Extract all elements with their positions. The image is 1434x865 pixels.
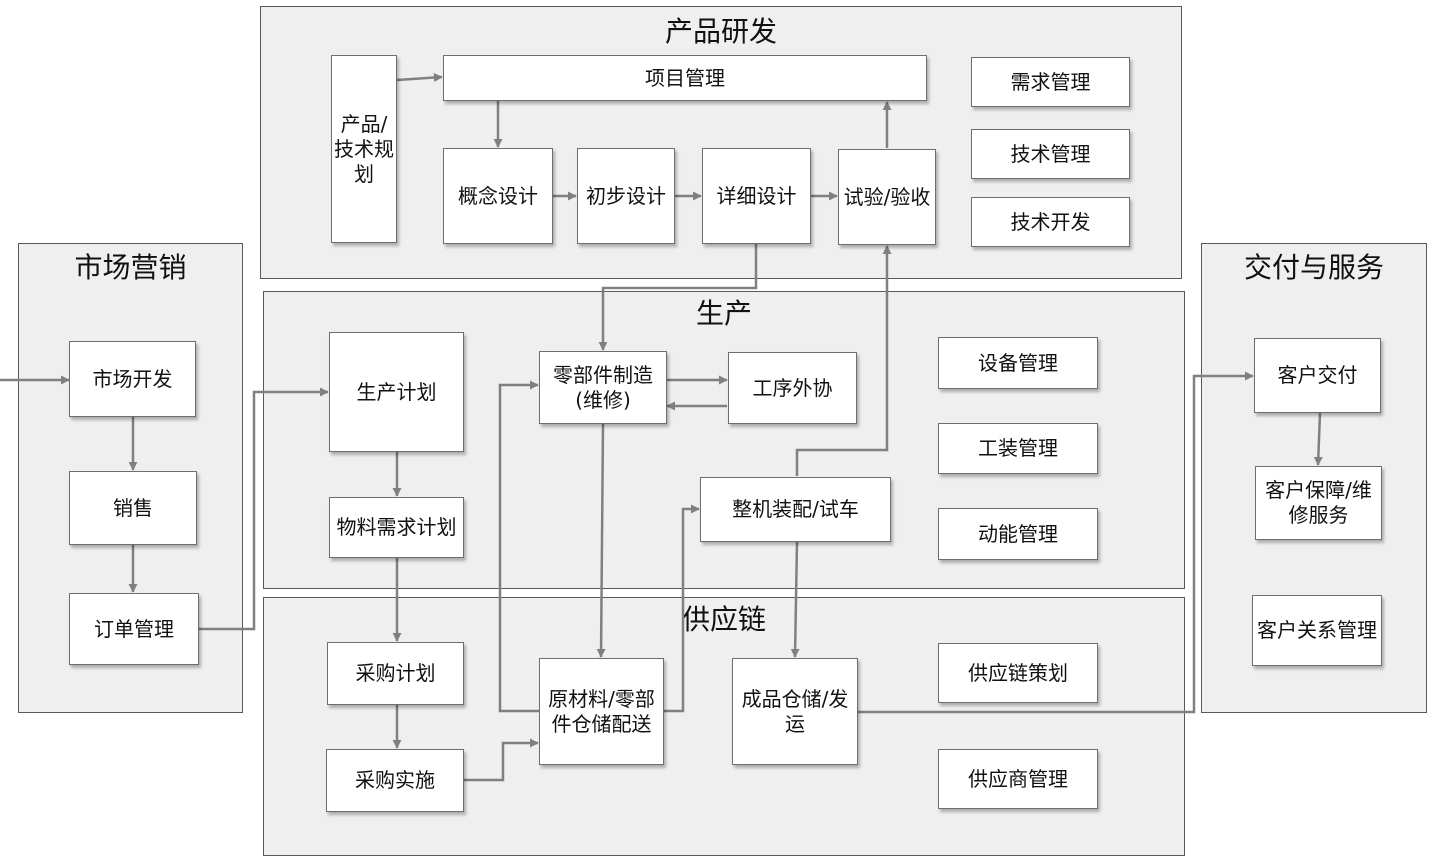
arrow-parts-to-storage xyxy=(596,423,606,658)
delivery-title: 交付与服务 xyxy=(1243,251,1384,284)
market-development-box[interactable]: 市场开发 xyxy=(69,341,196,417)
customer-delivery-box[interactable]: 客户交付 xyxy=(1254,338,1381,413)
arrow-order-to-production-plan xyxy=(199,387,329,631)
assembly-test-box[interactable]: 整机装配/试车 xyxy=(700,477,891,542)
parts-manufacturing-box[interactable]: 零部件制造(维修) xyxy=(539,351,667,424)
arrow-storage-to-assembly xyxy=(664,504,700,713)
supply-chain-panel: 供应链 xyxy=(263,597,1185,856)
customer-service-box[interactable]: 客户保障/维修服务 xyxy=(1255,466,1382,540)
preliminary-design-box[interactable]: 初步设计 xyxy=(577,148,675,244)
concept-design-box[interactable]: 概念设计 xyxy=(443,148,553,244)
project-management-box[interactable]: 项目管理 xyxy=(443,55,927,101)
order-management-box[interactable]: 订单管理 xyxy=(69,593,199,665)
tech-development-box[interactable]: 技术开发 xyxy=(971,197,1130,247)
outsourcing-box[interactable]: 工序外协 xyxy=(728,352,857,424)
mrp-box[interactable]: 物料需求计划 xyxy=(329,497,464,558)
requirement-management-box[interactable]: 需求管理 xyxy=(971,57,1130,107)
rd-title: 产品研发 xyxy=(664,15,777,48)
production-plan-box[interactable]: 生产计划 xyxy=(329,332,464,452)
supplier-management-box[interactable]: 供应商管理 xyxy=(938,749,1098,809)
arrow-storage-to-parts xyxy=(498,380,539,713)
arrow-assembly-to-test xyxy=(795,245,892,476)
purchase-plan-box[interactable]: 采购计划 xyxy=(327,642,464,705)
equipment-management-box[interactable]: 设备管理 xyxy=(938,337,1098,389)
crm-box[interactable]: 客户关系管理 xyxy=(1252,595,1382,666)
arrow-delivery-to-service xyxy=(1313,412,1323,466)
arrow-planning-to-project xyxy=(396,73,443,83)
arrow-detailed-to-parts xyxy=(598,244,758,351)
marketing-title: 市场营销 xyxy=(74,251,187,284)
test-acceptance-box[interactable]: 试验/验收 xyxy=(838,149,936,245)
supply-chain-title: 供应链 xyxy=(681,603,766,636)
sales-box[interactable]: 销售 xyxy=(69,471,197,545)
tooling-management-box[interactable]: 工装管理 xyxy=(938,423,1098,474)
arrow-product-storage-to-delivery xyxy=(858,371,1254,714)
product-tech-planning-box[interactable]: 产品/技术规划 xyxy=(331,55,397,243)
energy-management-box[interactable]: 动能管理 xyxy=(938,508,1098,560)
supply-chain-planning-box[interactable]: 供应链策划 xyxy=(938,643,1098,703)
tech-management-box[interactable]: 技术管理 xyxy=(971,129,1130,179)
arrow-assembly-to-product-storage xyxy=(790,541,800,658)
material-storage-box[interactable]: 原材料/零部件仓储配送 xyxy=(539,658,664,765)
detailed-design-box[interactable]: 详细设计 xyxy=(702,148,811,244)
arrow-exec-to-storage xyxy=(464,738,539,782)
production-title: 生产 xyxy=(695,297,752,330)
purchase-execution-box[interactable]: 采购实施 xyxy=(326,749,464,812)
product-storage-box[interactable]: 成品仓储/发运 xyxy=(732,658,858,765)
